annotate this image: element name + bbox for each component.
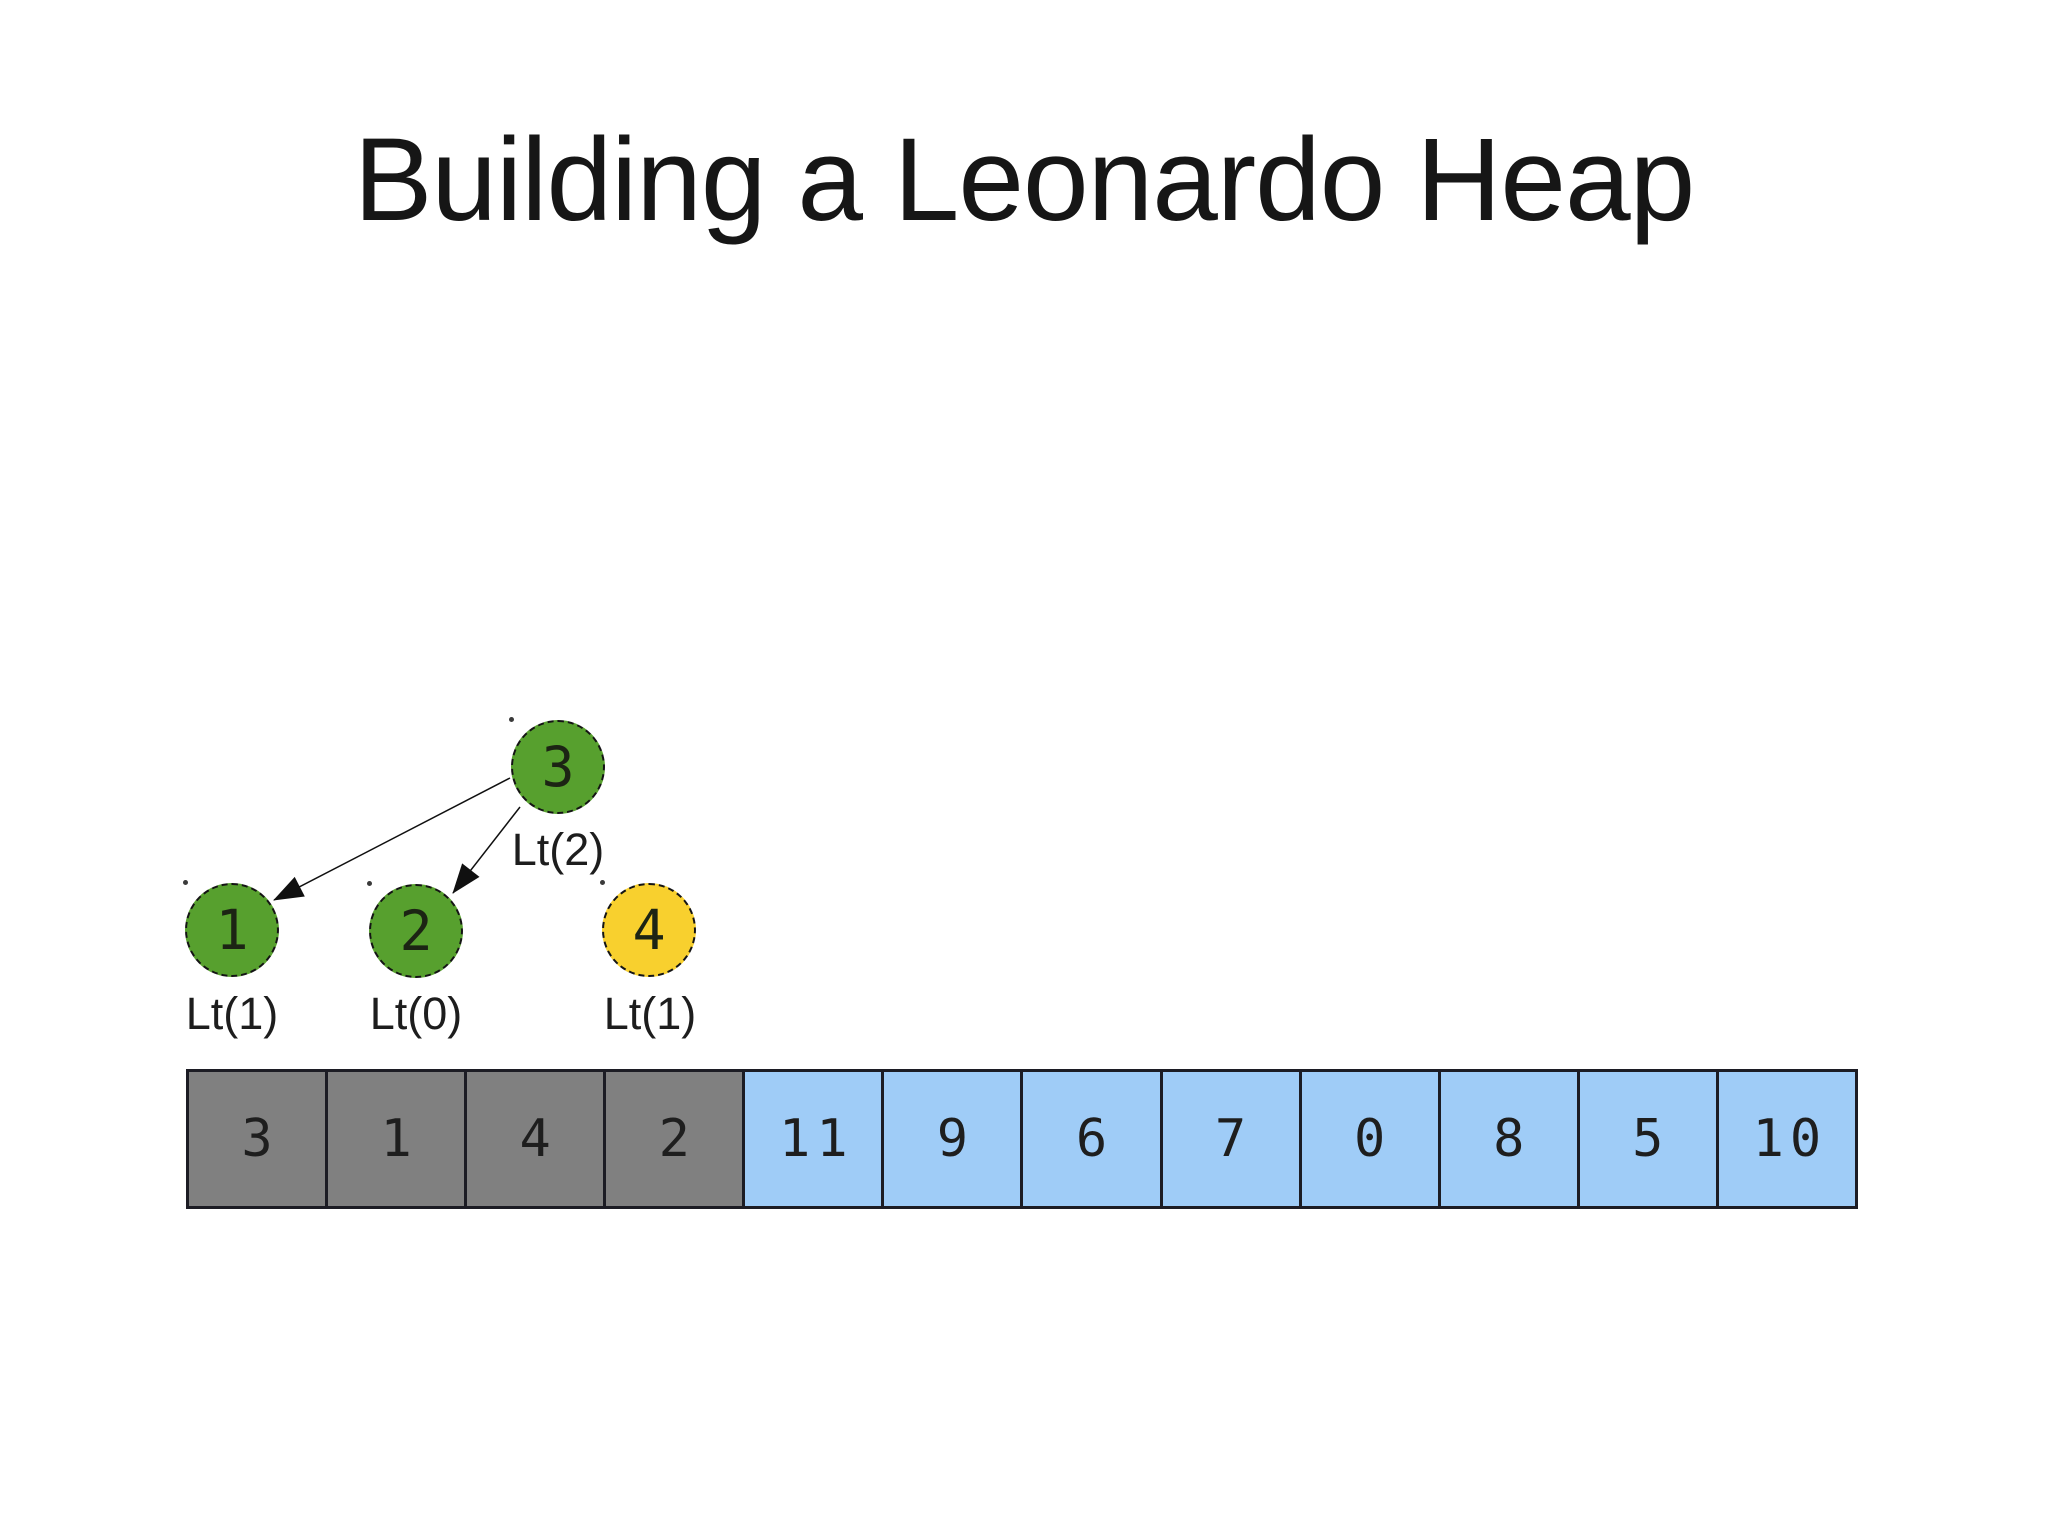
array-cell: 4: [464, 1072, 604, 1206]
heap-node-child-2: 2: [367, 881, 463, 978]
array-cell: 5: [1576, 1072, 1716, 1206]
array-visualization: 3 1 4 2 11 9 6 7 0 8 5 10: [186, 1069, 1858, 1209]
heap-node-new-4: 4: [600, 880, 696, 977]
array-cell-value: 5: [1632, 1109, 1670, 1169]
page-title: Building a Leonardo Heap: [353, 114, 1696, 246]
array-cell-value: 0: [1354, 1109, 1392, 1169]
heap-node-root-3: 3: [509, 717, 605, 814]
array-cell-value: 8: [1493, 1109, 1531, 1169]
array-cell-value: 10: [1752, 1109, 1828, 1169]
order-label-lt2: Lt(2): [511, 824, 605, 875]
array-cell-value: 1: [380, 1109, 418, 1169]
array-cell: 10: [1715, 1072, 1855, 1206]
array-cell: 0: [1298, 1072, 1438, 1206]
array-cell: 9: [881, 1072, 1021, 1206]
array-cell-value: 7: [1214, 1109, 1253, 1169]
array-cell: 8: [1437, 1072, 1577, 1206]
heap-node-value: 2: [399, 899, 433, 963]
array-cell-value: 11: [779, 1109, 854, 1169]
array-cell: 6: [1020, 1072, 1160, 1206]
array-cell-value: 2: [658, 1109, 696, 1169]
array-cell: 7: [1159, 1072, 1299, 1206]
array-cell-value: 9: [936, 1109, 975, 1169]
order-label-lt0: Lt(0): [369, 988, 463, 1039]
array-cell-value: 6: [1075, 1109, 1114, 1169]
array-cell: 1: [325, 1072, 465, 1206]
heap-node-value: 4: [632, 898, 666, 962]
heap-node-value: 1: [215, 898, 249, 962]
order-label-lt1-left: Lt(1): [185, 988, 279, 1039]
heap-node-value: 3: [541, 735, 575, 799]
array-cell: 2: [603, 1072, 743, 1206]
heap-node-child-1: 1: [183, 880, 279, 977]
array-cell: 3: [189, 1072, 326, 1206]
array-cell-value: 3: [241, 1109, 279, 1169]
array-cell: 11: [742, 1072, 882, 1206]
order-label-lt1-right: Lt(1): [603, 988, 697, 1039]
array-cell-value: 4: [519, 1109, 557, 1169]
